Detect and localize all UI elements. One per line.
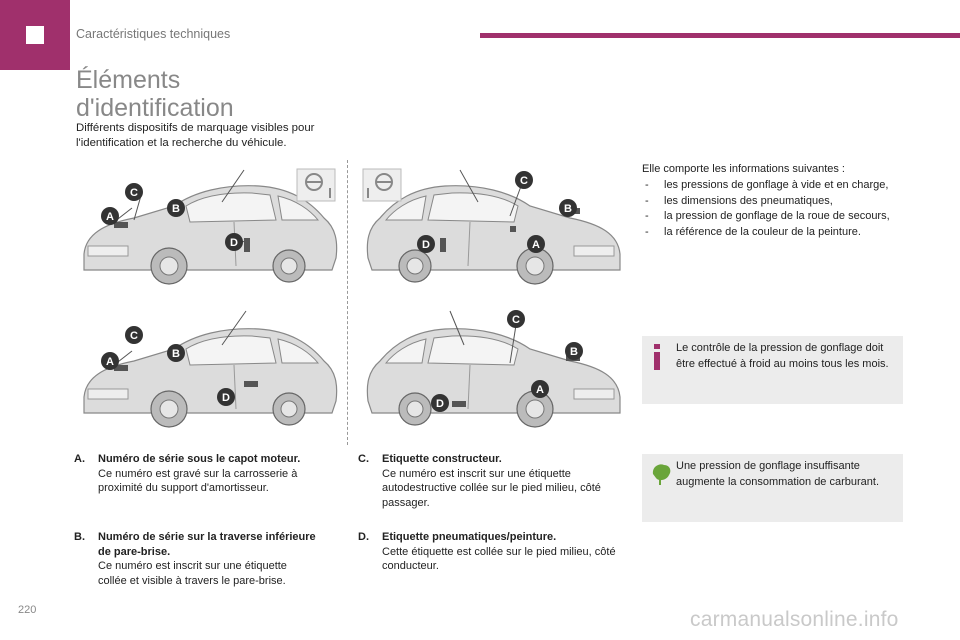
marker-b-icon: B — [166, 198, 186, 218]
label-b-text: Ce numéro est inscrit sur une étiquette … — [98, 560, 287, 587]
label-c-title: Etiquette constructeur. — [382, 453, 502, 465]
marker-a-icon: A — [530, 379, 550, 399]
car-diagram-2: C B A D — [360, 162, 630, 302]
marker-b-icon: B — [166, 343, 186, 363]
marker-d-icon: D — [416, 234, 436, 254]
svg-text:B: B — [172, 203, 180, 215]
label-d-letter: D. — [358, 531, 369, 543]
page-title-line1: Éléments — [76, 66, 181, 94]
list-item: les pressions de gonflage à vide et en c… — [642, 178, 912, 194]
marker-c-icon: C — [124, 325, 144, 345]
info-list: les pressions de gonflage à vide et en c… — [642, 178, 912, 240]
label-d-title: Etiquette pneumatiques/peinture. — [382, 531, 557, 543]
label-b: B. Numéro de série sur la traverse infér… — [74, 530, 318, 588]
label-a-letter: A. — [74, 453, 85, 465]
marker-d-icon: D — [430, 393, 450, 413]
page-title: Éléments d'identification — [76, 66, 234, 122]
svg-text:D: D — [436, 398, 444, 410]
marker-b-icon: B — [558, 198, 578, 218]
marker-a-icon: A — [100, 351, 120, 371]
steering-lhd-icon — [296, 168, 336, 202]
label-d-text: Cette étiquette est collée sur le pied m… — [382, 545, 616, 573]
section-tab-square — [26, 26, 44, 44]
svg-text:B: B — [564, 203, 572, 215]
svg-text:B: B — [172, 348, 180, 360]
marker-d-icon: D — [216, 387, 236, 407]
marker-a-icon: A — [526, 234, 546, 254]
info-note: Le contrôle de la pression de gonflage d… — [642, 336, 903, 404]
svg-text:D: D — [422, 239, 430, 251]
label-a-text: Ce numéro est gravé sur la carrosserie à… — [98, 467, 298, 495]
svg-text:C: C — [512, 314, 520, 326]
marker-d-icon: D — [224, 232, 244, 252]
column-divider — [347, 160, 348, 445]
page-title-line2: d'identification — [76, 94, 234, 122]
section-title: Caractéristiques techniques — [76, 27, 231, 41]
svg-text:C: C — [520, 175, 528, 187]
label-a-title: Numéro de série sous le capot moteur. — [98, 453, 301, 465]
label-d: D. Etiquette pneumatiques/peinture. Cett… — [358, 530, 622, 574]
marker-c-icon: C — [124, 182, 144, 202]
marker-b-icon: B — [564, 341, 584, 361]
list-item: les dimensions des pneumatiques, — [642, 194, 912, 210]
list-item: la pression de gonflage de la roue de se… — [642, 209, 912, 225]
label-c-text: Ce numéro est inscrit sur une étiquette … — [382, 467, 601, 509]
svg-text:C: C — [130, 330, 138, 342]
svg-text:D: D — [230, 237, 238, 249]
svg-text:A: A — [106, 211, 114, 223]
page-number: 220 — [18, 604, 37, 616]
label-b-letter: B. — [74, 531, 85, 543]
info-intro: Elle comporte les informations suivantes… — [642, 163, 845, 175]
label-c-letter: C. — [358, 453, 369, 465]
steering-rhd-icon — [362, 168, 402, 202]
svg-text:D: D — [222, 392, 230, 404]
marker-c-icon: C — [506, 309, 526, 329]
eco-note: Une pression de gonflage insuffisante au… — [642, 454, 903, 522]
eco-leaf-icon — [650, 462, 672, 492]
info-icon — [650, 344, 664, 376]
label-a: A. Numéro de série sous le capot moteur.… — [74, 452, 338, 496]
eco-note-text: Une pression de gonflage insuffisante au… — [676, 460, 880, 488]
info-note-text: Le contrôle de la pression de gonflage d… — [676, 342, 889, 370]
list-item: la référence de la couleur de la peintur… — [642, 225, 912, 241]
marker-c-icon: C — [514, 170, 534, 190]
svg-text:A: A — [532, 239, 540, 251]
car-diagram-4: C B A D — [360, 305, 630, 445]
svg-text:A: A — [536, 384, 544, 396]
label-b-title: Numéro de série sur la traverse inférieu… — [98, 531, 316, 558]
car-diagram-3: C A B D — [74, 305, 344, 445]
intro-text: Différents dispositifs de marquage visib… — [76, 122, 315, 149]
header-bar — [480, 33, 960, 38]
watermark: carmanualsonline.info — [690, 608, 899, 631]
car-diagram-1: C A B D — [74, 162, 344, 302]
label-c: C. Etiquette constructeur. Ce numéro est… — [358, 452, 622, 510]
svg-text:B: B — [570, 346, 578, 358]
marker-a-icon: A — [100, 206, 120, 226]
svg-text:A: A — [106, 356, 114, 368]
marker-c-label: C — [130, 187, 138, 199]
